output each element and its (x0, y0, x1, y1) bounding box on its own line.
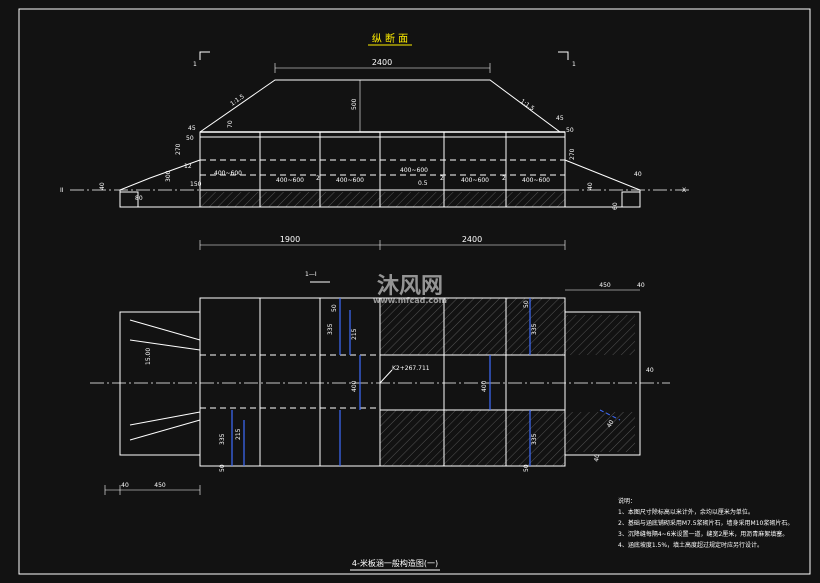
right-wing-plan (564, 311, 641, 456)
plan-section-mark: 1—I (305, 271, 317, 278)
dim-plan-top-right: 450 (599, 282, 611, 289)
section-mark-label-left: 1 (193, 61, 197, 68)
span-label-4: 400~600 (400, 167, 428, 174)
dim-150: 150 (190, 181, 202, 188)
dim-plan-top-right-small: 40 (637, 282, 645, 289)
drawing-frame (18, 8, 811, 575)
notes-item-2: 2、基础与涵底铺砌采用M7.5浆砌片石，墙身采用M10浆砌片石。 (618, 519, 793, 527)
slope-right-label: 1:1.5 (519, 98, 536, 113)
watermark-text: 沐风网 (377, 274, 443, 299)
dim-plan-50-bot: 50 (219, 464, 226, 472)
dim-12: 12 (184, 163, 192, 170)
left-wing-plan (119, 311, 201, 456)
dim-right-400: 400 (481, 380, 488, 392)
dim-60: 60 (612, 202, 619, 210)
profile-title: 纵 断 面 (372, 32, 408, 45)
station-label: K2+267.711 (392, 365, 430, 372)
notes-item-1: 1、本图尺寸除标高以米计外，余均以厘米为单位。 (618, 508, 754, 516)
dim-80: 80 (135, 195, 143, 202)
dim-right-335: 335 (531, 323, 538, 335)
span-label-1: 400~600 (214, 170, 242, 177)
section-mark-label-right: 1 (572, 61, 576, 68)
dim-bottom-right: 2400 (462, 235, 482, 244)
drawing-title-bottom: 4-米板涵一般构造图(一) (352, 558, 438, 568)
dim-fill-height: 500 (351, 98, 358, 110)
gap-label-1: 2 (316, 175, 320, 182)
notes-item-3: 3、沉降缝每隔4~6米设置一道，缝宽2厘米，用沥青麻絮填塞。 (618, 530, 788, 538)
notes-heading: 说明： (618, 497, 636, 505)
span-label-2: 400~600 (276, 177, 304, 184)
axis-right-label: X (682, 187, 686, 194)
dim-angle: 15.00 (145, 348, 152, 365)
embankment-outline (199, 79, 561, 133)
span-label-3: 400~600 (336, 177, 364, 184)
dim-45-left: 45 (188, 125, 196, 132)
dim-40-right2: 40 (587, 182, 594, 190)
watermark-url: www.mfcad.com (373, 296, 447, 305)
dim-plan-right-40c: 40 (593, 453, 601, 462)
dim-plan-bottom-40: 40 (121, 482, 129, 489)
dim-right-50-top: 50 (523, 300, 530, 308)
dim-plan-335-bot: 335 (219, 433, 226, 445)
dim-plan-335-top: 335 (327, 323, 334, 335)
dim-40-right: 40 (634, 171, 642, 178)
dim-300: 300 (165, 170, 172, 182)
span-label-6: 400~600 (522, 177, 550, 184)
dim-70: 70 (227, 120, 234, 128)
dim-270-left: 270 (175, 143, 182, 155)
right-wing-wall (564, 159, 641, 208)
dim-top-width: 2400 (372, 58, 392, 67)
gap-label-3: 2 (502, 175, 506, 182)
dim-50-left: 50 (186, 135, 194, 142)
dim-bottom-left: 1900 (280, 235, 300, 244)
dim-plan-215-bot: 215 (235, 428, 242, 440)
dim-270-right: 270 (569, 148, 576, 160)
section-mark-right (558, 51, 569, 60)
dim-plan-400: 400 (351, 380, 358, 392)
span-label-5: 400~600 (461, 177, 489, 184)
dim-right-335b: 335 (531, 433, 538, 445)
dim-plan-215-top: 215 (351, 328, 358, 340)
gap-label-2: 2 (440, 175, 444, 182)
notes-item-4: 4、涵底坡度1.5%，填土高度超过规定时应另行设计。 (618, 541, 763, 549)
dim-50-right: 50 (566, 127, 574, 134)
dim-40-left: 40 (99, 182, 106, 190)
dim-right-50-bot: 50 (523, 464, 530, 472)
dim-45-right: 45 (556, 115, 564, 122)
section-mark-left (199, 51, 210, 60)
dim-plan-bottom-450: 450 (154, 482, 166, 489)
dim-plan-right-40b: 40 (606, 419, 616, 429)
slope-small-label: 0.5 (418, 180, 428, 187)
dim-plan-50: 50 (331, 304, 338, 312)
axis-left-label: II (60, 187, 64, 194)
dim-plan-right-40: 40 (646, 367, 654, 374)
